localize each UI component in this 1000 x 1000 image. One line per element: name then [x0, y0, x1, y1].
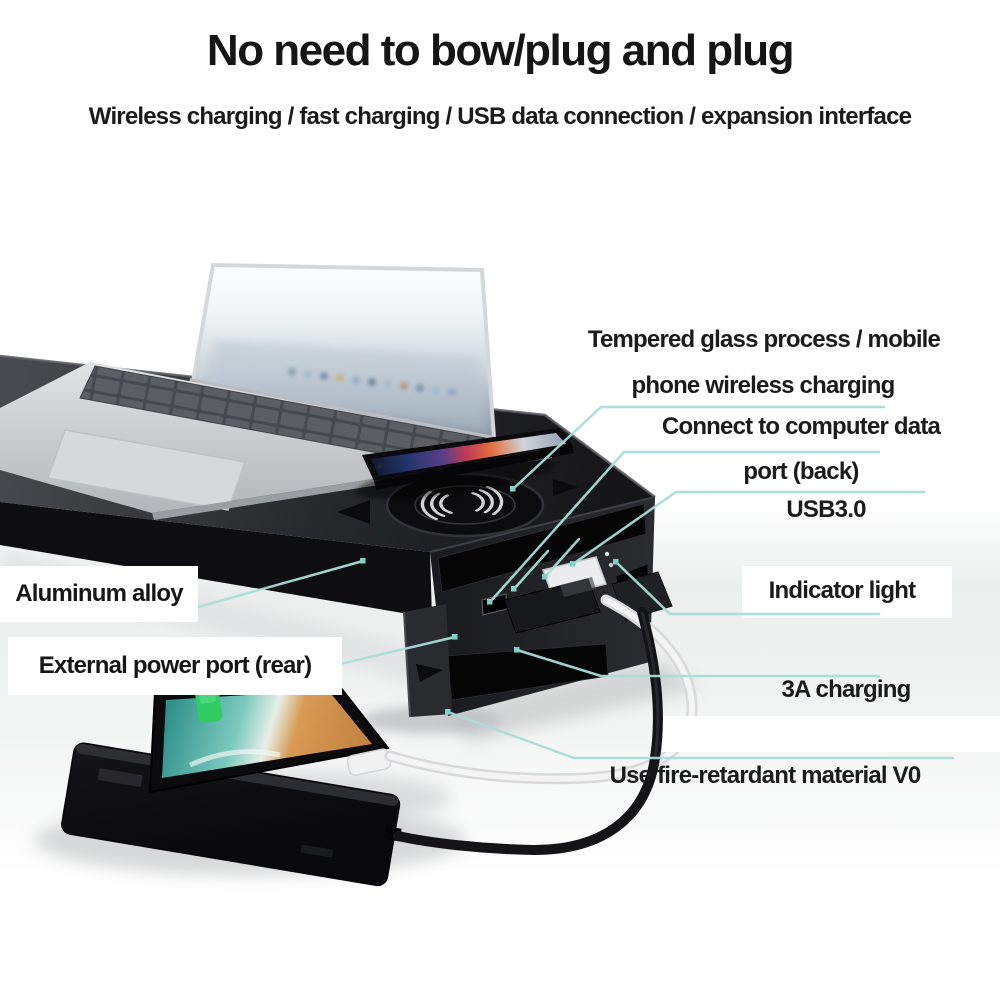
- callout-line-aluminum: [196, 559, 365, 609]
- callout-lines: [196, 405, 955, 760]
- callout-line-prong2: [543, 537, 581, 579]
- screen-dock-icons: [288, 368, 456, 396]
- blank-white-patch: [663, 716, 1000, 752]
- charging-phone: [148, 679, 390, 794]
- leg-arrow-mark: [416, 664, 443, 682]
- callout-tempered-glass-line2: phone wireless charging: [631, 372, 895, 399]
- callout-fire-retardant: Use fire-retardant material V0: [609, 762, 922, 789]
- callout-line-indicator: [614, 560, 881, 616]
- usb-stick-metal: [560, 577, 596, 597]
- laptop-trackpad: [46, 429, 247, 511]
- callout-line-fire: [446, 710, 955, 760]
- stand-front-edge: [429, 496, 656, 553]
- drive-label: [97, 768, 143, 787]
- stand-leg: [404, 604, 452, 717]
- arrow-mark-right: [553, 479, 578, 496]
- phone-screen: [371, 433, 566, 476]
- callout-line-external: [338, 635, 457, 666]
- phone-on-pad: [355, 428, 574, 500]
- callout-line-data-port: [488, 450, 881, 604]
- indicator-led-2: [608, 562, 614, 568]
- vent-slot-upper: [437, 503, 647, 593]
- wireless-charging-icon: [420, 485, 504, 521]
- callout-line-usb3: [571, 490, 926, 566]
- callout-line-prong1: [512, 549, 550, 591]
- phone-camera: [377, 463, 383, 469]
- stand-left-side: [0, 502, 432, 618]
- cable-glint: [640, 611, 660, 759]
- stand-rear-edge: [0, 354, 656, 499]
- callout-line-3a: [515, 648, 881, 678]
- callout-3a-charging: 3A charging: [781, 676, 911, 703]
- callout-data-port-line1: Connect to computer data: [661, 413, 941, 440]
- callout-tempered-glass-line1: Tempered glass process / mobile: [587, 326, 941, 353]
- callout-indicator-light: Indicator light: [768, 577, 916, 604]
- indicator-led: [604, 551, 610, 557]
- callout-data-port-line2: port (back): [743, 458, 859, 485]
- callout-dots: [360, 486, 619, 715]
- leg-shadow: [362, 706, 502, 734]
- stand-leg-edge: [403, 611, 411, 718]
- page-title: No need to bow/plug and plug: [206, 26, 795, 75]
- wave-froth: [188, 749, 281, 768]
- arrow-mark-left: [337, 500, 370, 524]
- page-subtitle: Wireless charging / fast charging / USB …: [88, 103, 912, 130]
- callout-usb30: USB3.0: [786, 496, 866, 523]
- callout-external-power: External power port (rear): [8, 637, 342, 695]
- indicator-label-patch: [742, 566, 952, 618]
- callout-aluminum-alloy: Aluminum alloy: [0, 566, 198, 622]
- stand-shadow: [440, 658, 700, 742]
- callout-line-wireless: [511, 405, 886, 491]
- screen-wallpaper: [200, 340, 488, 430]
